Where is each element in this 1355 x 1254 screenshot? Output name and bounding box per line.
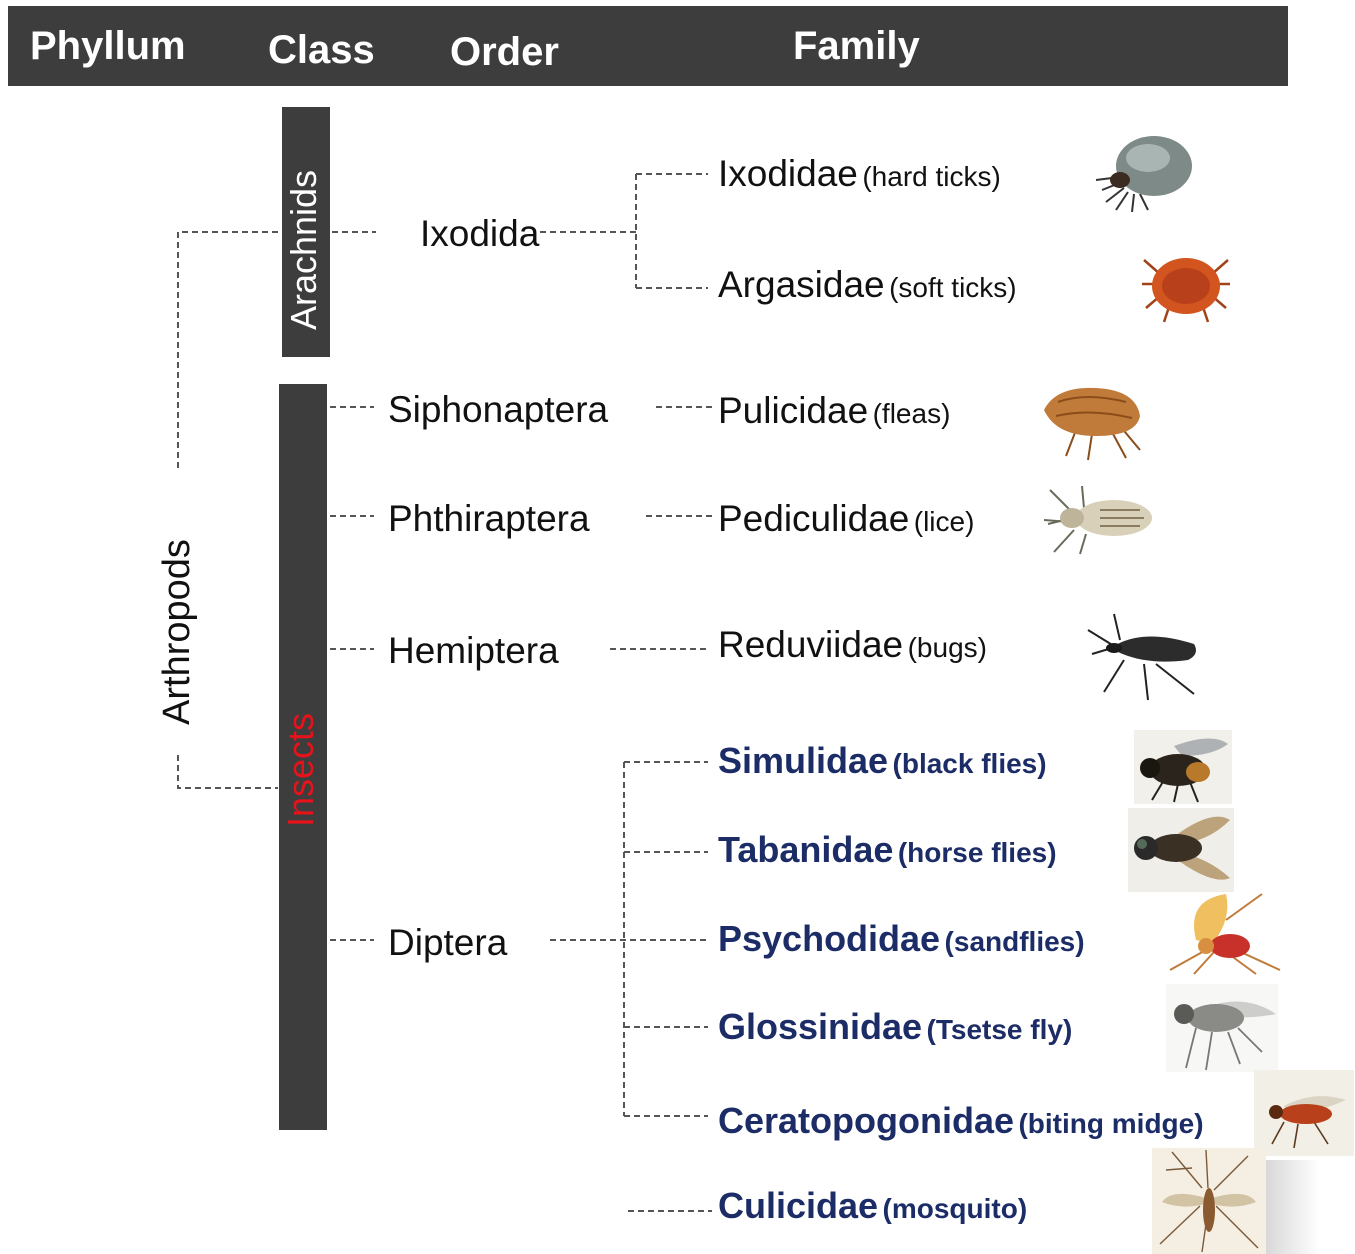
order-hemiptera: Hemiptera	[388, 632, 559, 669]
flea-icon	[1036, 380, 1148, 464]
family-ixodidae: Ixodidae (hard ticks)	[718, 155, 1001, 192]
biting-midge-icon	[1254, 1070, 1354, 1156]
family-common-name: (biting midge)	[1018, 1108, 1203, 1139]
family-common-name: (hard ticks)	[862, 161, 1000, 192]
sandfly-icon	[1166, 890, 1282, 976]
hard-tick-icon	[1092, 132, 1202, 217]
horse-fly-icon	[1128, 808, 1234, 892]
family-common-name: (sandflies)	[945, 926, 1085, 957]
family-argasidae: Argasidae (soft ticks)	[718, 266, 1017, 303]
family-name: Culicidae	[718, 1185, 878, 1226]
family-name: Reduviidae	[718, 624, 903, 665]
family-name: Ceratopogonidae	[718, 1100, 1014, 1141]
class-label-insects: Insects	[283, 680, 323, 860]
family-common-name: (black flies)	[893, 748, 1047, 779]
family-common-name: (horse flies)	[898, 837, 1057, 868]
family-psychodidae: Psychodidae (sandflies)	[718, 921, 1085, 957]
soft-tick-icon	[1140, 244, 1232, 326]
order-diptera: Diptera	[388, 924, 507, 961]
family-glossinidae: Glossinidae (Tsetse fly)	[718, 1009, 1072, 1045]
family-tabanidae: Tabanidae (horse flies)	[718, 832, 1057, 868]
family-common-name: (mosquito)	[883, 1193, 1028, 1224]
kissing-bug-icon	[1084, 610, 1204, 702]
family-common-name: (bugs)	[908, 632, 987, 663]
tsetse-fly-icon	[1166, 984, 1278, 1072]
family-name: Simulidae	[718, 740, 888, 781]
family-name: Pulicidae	[718, 390, 868, 431]
family-ceratopogonidae: Ceratopogonidae (biting midge)	[718, 1103, 1204, 1139]
family-common-name: (lice)	[914, 506, 975, 537]
family-reduviidae: Reduviidae (bugs)	[718, 626, 987, 663]
class-label-arachnids: Arachnids	[286, 150, 326, 350]
order-siphonaptera: Siphonaptera	[388, 391, 608, 428]
family-name: Tabanidae	[718, 829, 893, 870]
family-name: Pediculidae	[718, 498, 909, 539]
family-name: Psychodidae	[718, 918, 940, 959]
order-phthiraptera: Phthiraptera	[388, 500, 590, 537]
family-common-name: (Tsetse fly)	[927, 1014, 1073, 1045]
family-name: Glossinidae	[718, 1006, 922, 1047]
family-name: Argasidae	[718, 264, 885, 305]
connector-phylum-arachnids	[178, 232, 278, 468]
family-pediculidae: Pediculidae (lice)	[718, 500, 974, 537]
family-common-name: (fleas)	[873, 398, 951, 429]
mosquito-shadow	[1266, 1160, 1320, 1254]
mosquito-icon	[1152, 1148, 1266, 1254]
family-simulidae: Simulidae (black flies)	[718, 743, 1047, 779]
order-ixodida: Ixodida	[420, 215, 539, 252]
phylum-label: Arthropods	[158, 482, 198, 782]
family-common-name: (soft ticks)	[889, 272, 1017, 303]
family-culicidae: Culicidae (mosquito)	[718, 1188, 1027, 1224]
louse-icon	[1040, 480, 1156, 556]
black-fly-icon	[1134, 730, 1232, 804]
family-name: Ixodidae	[718, 153, 858, 194]
family-pulicidae: Pulicidae (fleas)	[718, 392, 950, 429]
